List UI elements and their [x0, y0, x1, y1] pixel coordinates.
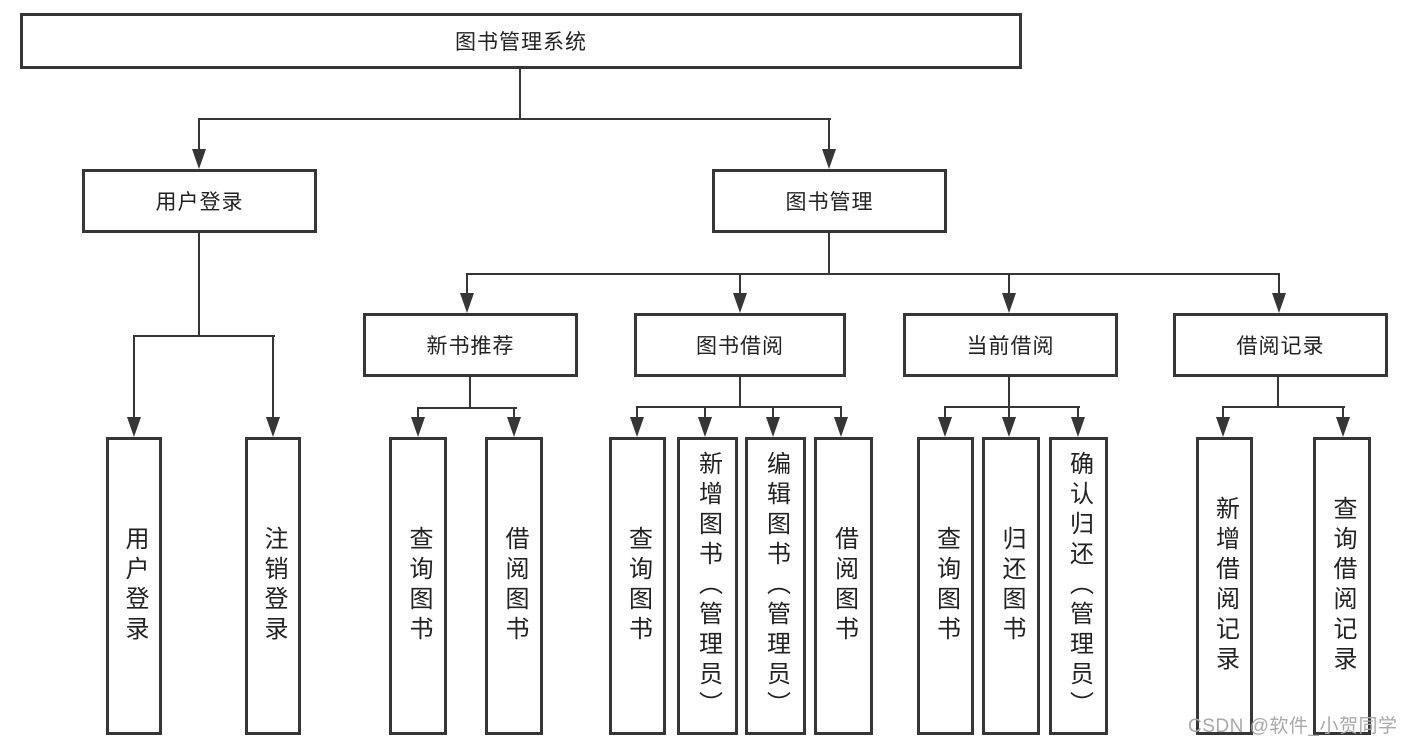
- connector-line: [1277, 377, 1279, 408]
- connector-line: [198, 233, 200, 337]
- connector-line: [1008, 406, 1010, 421]
- node-leaf-borrow-books-2: 借阅图书: [814, 437, 873, 735]
- node-leaf-logout: 注销登录: [245, 437, 301, 735]
- arrow-down-icon: [1002, 417, 1016, 437]
- node-leaf-confirm-return-admin: 确认归还（管理员）: [1049, 437, 1108, 735]
- connector-line: [469, 377, 471, 409]
- node-leaf-add-books-admin: 新增图书（管理员）: [677, 437, 738, 735]
- connector-line: [739, 273, 741, 297]
- connector-line: [198, 118, 831, 120]
- node-leaf-return-books: 归还图书: [982, 437, 1040, 735]
- arrow-down-icon: [938, 417, 952, 437]
- node-leaf-query-borrow-record: 查询借阅记录: [1313, 437, 1371, 735]
- node-current-borrow: 当前借阅: [903, 313, 1118, 377]
- leaf-label: 注销登录: [260, 526, 287, 646]
- connector-line: [840, 406, 842, 421]
- arrow-down-icon: [1216, 417, 1230, 437]
- arrow-down-icon: [460, 293, 474, 313]
- connector-line: [636, 406, 638, 421]
- connector-line: [466, 273, 1280, 275]
- connector-line: [198, 118, 200, 154]
- node-leaf-query-books-1: 查询图书: [389, 437, 447, 735]
- connector-line: [828, 118, 830, 154]
- connector-line: [944, 406, 946, 421]
- node-library-system: 图书管理系统: [20, 13, 1022, 69]
- connector-line: [466, 273, 468, 297]
- connector-line: [133, 335, 135, 421]
- arrow-down-icon: [1336, 417, 1350, 437]
- arrow-down-icon: [411, 417, 425, 437]
- leaf-label: 查询图书: [624, 526, 652, 646]
- leaf-label: 查询图书: [405, 526, 432, 646]
- connector-line: [1342, 406, 1344, 421]
- connector-line: [704, 406, 706, 421]
- connector-line: [1222, 406, 1224, 421]
- connector-line: [944, 406, 1080, 408]
- arrow-down-icon: [1071, 417, 1085, 437]
- watermark: CSDN @软件_小贺同学: [1188, 716, 1398, 737]
- arrow-down-icon: [1272, 293, 1286, 313]
- leaf-label: 编辑图书（管理员）: [762, 451, 790, 721]
- connector-line: [1008, 377, 1010, 408]
- leaf-label: 归还图书: [998, 526, 1025, 646]
- arrow-down-icon: [507, 417, 521, 437]
- connector-line: [417, 407, 517, 409]
- node-user-login: 用户登录: [82, 169, 317, 233]
- leaf-label: 新增借阅记录: [1211, 496, 1239, 676]
- arrow-down-icon: [698, 417, 712, 437]
- node-borrow-records: 借阅记录: [1173, 313, 1388, 377]
- connector-line: [133, 335, 275, 337]
- connector-line: [1222, 406, 1345, 408]
- node-leaf-borrow-books-1: 借阅图书: [485, 437, 543, 735]
- leaf-label: 用户登录: [121, 526, 148, 646]
- node-book-borrow: 图书借阅: [634, 313, 846, 377]
- arrow-down-icon: [822, 149, 836, 169]
- leaf-label: 借阅图书: [501, 526, 528, 646]
- leaf-label: 查询图书: [932, 526, 960, 646]
- connector-line: [519, 69, 521, 120]
- connector-line: [272, 335, 274, 421]
- arrow-down-icon: [1002, 293, 1016, 313]
- connector-line: [1077, 406, 1079, 421]
- node-leaf-add-borrow-record: 新增借阅记录: [1196, 437, 1253, 735]
- connector-line: [417, 407, 419, 421]
- connector-line: [1008, 273, 1010, 297]
- leaf-label: 借阅图书: [830, 526, 858, 646]
- leaf-label: 确认归还（管理员）: [1065, 451, 1093, 721]
- connector-line: [513, 407, 515, 421]
- arrow-down-icon: [766, 417, 780, 437]
- arrow-down-icon: [630, 417, 644, 437]
- node-new-book-recommend: 新书推荐: [363, 313, 578, 377]
- node-leaf-query-books-3: 查询图书: [917, 437, 974, 735]
- connector-line: [636, 406, 842, 408]
- arrow-down-icon: [834, 417, 848, 437]
- arrow-down-icon: [733, 293, 747, 313]
- leaf-label: 查询借阅记录: [1329, 496, 1356, 676]
- connector-line: [772, 406, 774, 421]
- arrow-down-icon: [266, 417, 280, 437]
- leaf-label: 新增图书（管理员）: [694, 451, 722, 721]
- connector-line: [739, 377, 741, 408]
- node-leaf-user-login: 用户登录: [106, 437, 162, 735]
- node-leaf-edit-books-admin: 编辑图书（管理员）: [745, 437, 806, 735]
- connector-line: [828, 233, 830, 275]
- node-book-management: 图书管理: [712, 169, 947, 233]
- node-leaf-query-books-2: 查询图书: [609, 437, 666, 735]
- arrow-down-icon: [192, 149, 206, 169]
- connector-line: [1278, 273, 1280, 297]
- arrow-down-icon: [127, 417, 141, 437]
